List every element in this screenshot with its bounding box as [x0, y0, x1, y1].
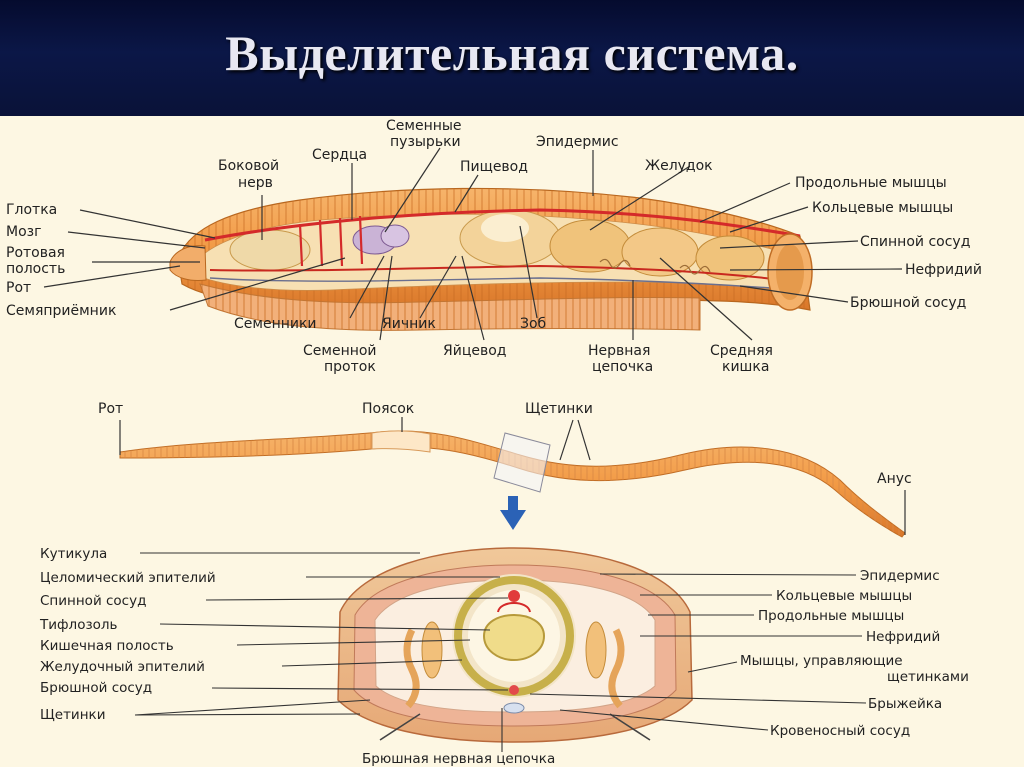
label-ventral-vessel-2: Брюшной сосуд: [40, 680, 152, 696]
label-oral-cavity-2: полость: [6, 261, 65, 277]
label-lateral-nerve-2: нерв: [238, 175, 273, 191]
label-stomach: Желудок: [645, 158, 713, 174]
label-nephridium-2: Нефридий: [866, 629, 940, 645]
label-coelomic-epithelium: Целомический эпителий: [40, 570, 216, 586]
label-longitudinal-muscles-2: Продольные мышцы: [758, 608, 904, 624]
label-mouth: Рот: [6, 280, 31, 296]
label-ventral-vessel-1: Брюшной сосуд: [850, 295, 966, 311]
label-gastric-epithelium: Желудочный эпителий: [40, 659, 205, 675]
label-esophagus: Пищевод: [460, 159, 528, 175]
label-cuticle: Кутикула: [40, 546, 107, 562]
label-oral-cavity-1: Ротовая: [6, 245, 65, 261]
label-longitudinal-muscles-1: Продольные мышцы: [795, 175, 947, 191]
label-setae-section: Щетинки: [40, 707, 105, 723]
label-midgut-2: кишка: [722, 359, 769, 375]
label-pharynx: Глотка: [6, 202, 57, 218]
leader-lines-3: [134, 552, 867, 752]
label-anus: Анус: [877, 471, 912, 487]
label-clitellum: Поясок: [362, 401, 414, 417]
label-typhlosole: Тифлозоль: [39, 617, 118, 633]
label-ovary: Яичник: [382, 316, 436, 332]
label-oviduct: Яйцевод: [443, 343, 506, 359]
leader-lines-2: [119, 417, 906, 535]
leader-lines-1: [43, 147, 903, 341]
label-epidermis-2: Эпидермис: [860, 568, 940, 584]
longitudinal-section: Глотка Мозг Ротовая полость Рот Семяприё…: [6, 118, 982, 375]
label-sperm-duct-2: проток: [324, 359, 376, 375]
label-ventral-nerve-cord: Брюшная нервная цепочка: [362, 751, 555, 767]
down-arrow-icon: [500, 496, 526, 530]
label-nerve-cord-2: цепочка: [592, 359, 653, 375]
label-seminal-vesicles-1: Семенные: [386, 118, 462, 134]
label-setae-muscles-2: щетинками: [887, 669, 969, 685]
label-sperm-duct-1: Семенной: [303, 343, 377, 359]
label-crop: Зоб: [520, 316, 546, 332]
label-hearts: Сердца: [312, 147, 367, 163]
label-midgut-1: Средняя: [710, 343, 773, 359]
title-bar: Выделительная система.: [0, 0, 1024, 116]
whole-worm: Рот Поясок Щетинки Анус: [98, 401, 912, 538]
label-blood-vessel: Кровеносный сосуд: [770, 723, 910, 739]
label-intestinal-cavity: Кишечная полость: [40, 638, 174, 654]
label-brain: Мозг: [6, 224, 41, 240]
label-mesentery: Брыжейка: [868, 696, 942, 712]
label-circular-muscles-1: Кольцевые мышцы: [812, 200, 953, 216]
cross-section: Кутикула Целомический эпителий Спинной с…: [39, 546, 969, 767]
label-setae-muscles-1: Мышцы, управляющие: [740, 653, 903, 669]
label-nephridium-1: Нефридий: [905, 262, 982, 278]
label-epidermis-1: Эпидермис: [536, 134, 619, 150]
label-seminal-vesicles-2: пузырьки: [390, 134, 461, 150]
label-testes: Семенники: [234, 316, 317, 332]
label-worm-mouth: Рот: [98, 401, 123, 417]
label-nerve-cord-1: Нервная: [588, 343, 650, 359]
label-spermatheca: Семяприёмник: [6, 303, 116, 319]
label-setae-worm: Щетинки: [525, 401, 593, 417]
label-lateral-nerve-1: Боковой: [218, 158, 279, 174]
slide-title: Выделительная система.: [225, 25, 799, 81]
label-dorsal-vessel-2: Спинной сосуд: [40, 593, 146, 609]
label-dorsal-vessel-1: Спинной сосуд: [860, 234, 970, 250]
label-circular-muscles-2: Кольцевые мышцы: [776, 588, 912, 604]
